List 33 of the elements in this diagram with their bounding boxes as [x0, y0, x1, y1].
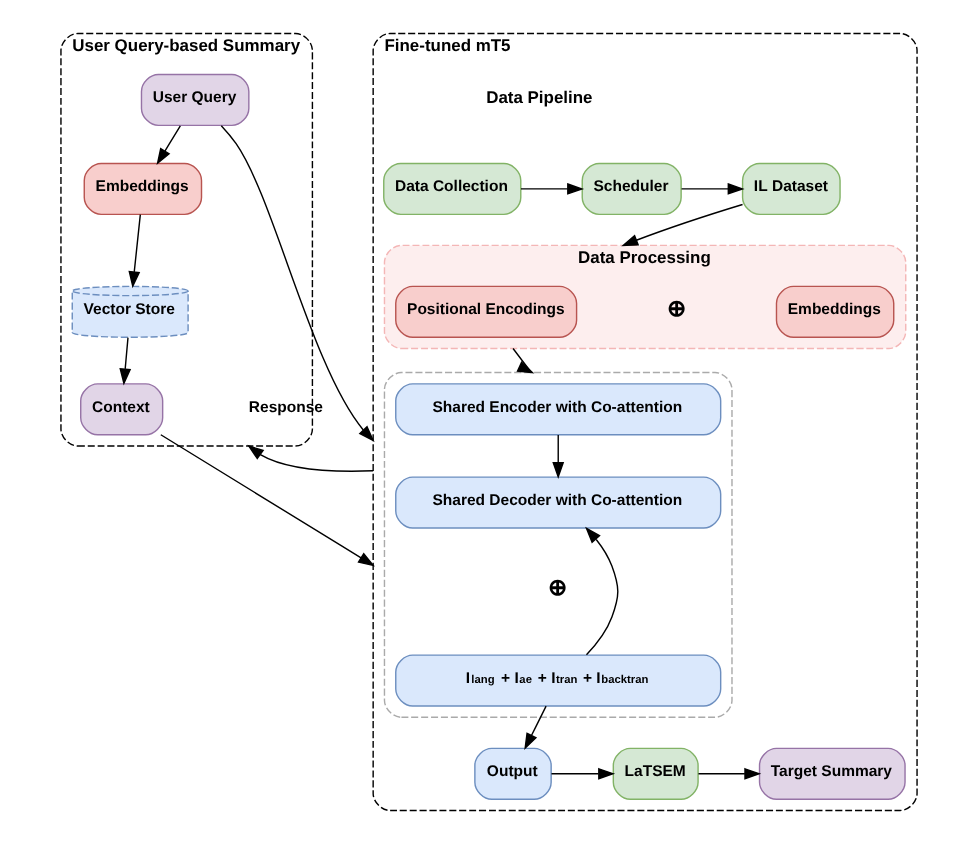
arrow: [160, 434, 375, 567]
arrow: [524, 705, 547, 750]
node-box: Positional Encodings: [395, 285, 578, 338]
arrow: [512, 347, 535, 374]
arrow: [552, 434, 565, 479]
arrow: [520, 182, 585, 195]
arrow: [247, 444, 374, 472]
node-box: Target Summary: [758, 747, 906, 800]
arrow: [585, 526, 619, 656]
node-box: Shared Encoder with Co-attention: [395, 383, 722, 436]
arrow: [680, 182, 745, 195]
arrow: [220, 125, 375, 442]
node-box: Embeddings: [83, 162, 203, 216]
node-box: Shared Decoder with Co-attention: [395, 476, 722, 529]
edge-label: Response: [248, 397, 323, 416]
label: ⊕: [667, 297, 685, 322]
node-box: Output: [474, 747, 552, 800]
arrow: [697, 767, 762, 780]
cluster: [383, 371, 733, 718]
arrow: [621, 203, 744, 247]
arrow: [128, 213, 142, 289]
label: Data Pipeline: [486, 86, 593, 107]
node-box: LaTSEM: [612, 747, 699, 800]
node-box: IL Dataset: [741, 162, 841, 216]
arrow: [119, 336, 132, 386]
node-box: Scheduler: [581, 162, 682, 216]
arrow: [156, 125, 182, 166]
arrow: [550, 767, 616, 780]
node-box: Embeddings: [775, 285, 895, 338]
node-box: Context: [80, 383, 164, 436]
label: ⊕: [548, 577, 567, 602]
node-box: User Query: [140, 73, 250, 127]
node-box: Data Collection: [383, 162, 522, 216]
